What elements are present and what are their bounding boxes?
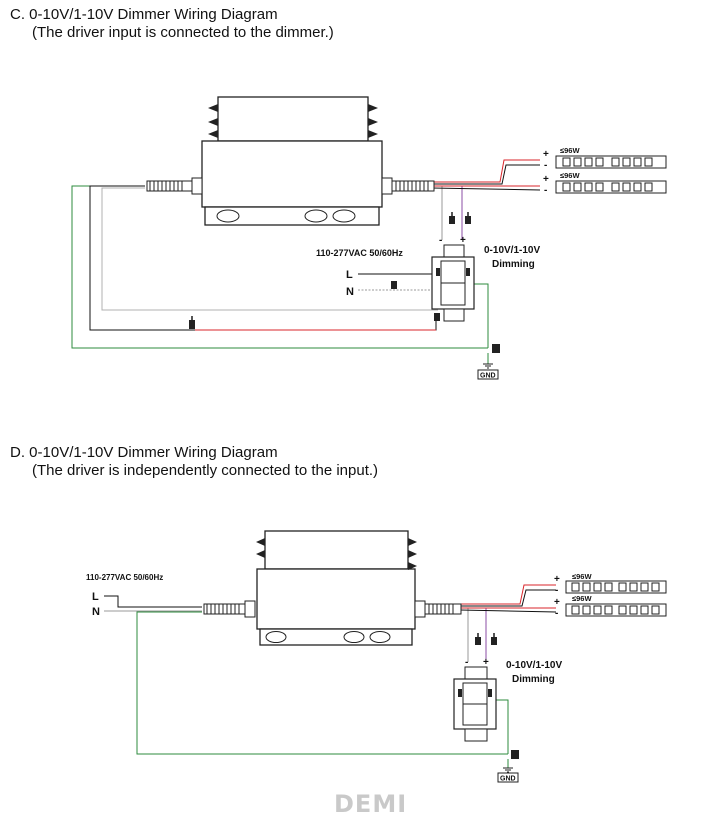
dimming-label-c-line2: Dimming <box>492 259 535 270</box>
dimming-label-d-line2: Dimming <box>512 674 555 685</box>
strip-d2-watt: ≤96W <box>572 594 592 603</box>
section-d-title: D. 0-10V/1-10V Dimmer Wiring Diagram <box>10 444 278 461</box>
section-c-subtitle: (The driver input is connected to the di… <box>32 24 334 41</box>
strip-d2-plus: + <box>554 597 560 608</box>
led-strip-c1: + - ≤96W <box>543 146 667 171</box>
wire-nut-c1 <box>449 212 455 224</box>
strip-d1-watt: ≤96W <box>572 572 592 581</box>
n-label-c: N <box>346 286 354 298</box>
ground-symbol-d: GND <box>497 750 519 783</box>
wire-neutral-input-c <box>101 187 438 311</box>
led-strip-d1: + - ≤96W <box>554 572 667 596</box>
wire-dimmer-ground-d <box>494 699 509 754</box>
l-label-c: L <box>346 269 353 281</box>
dimming-label-c-line1: 0-10V/1-10V <box>484 245 540 256</box>
cable-gland-right-c <box>381 177 435 195</box>
dimming-label-d-line1: 0-10V/1-10V <box>506 660 562 671</box>
diagram-c: - + GND + - ≤96W + <box>71 96 667 380</box>
dimmer-switch-c: - + <box>431 235 475 322</box>
wire-line-input-c <box>89 185 437 331</box>
wire-dim-minus-d <box>460 607 469 662</box>
strip-c2-watt: ≤96W <box>560 171 580 180</box>
l-label-d: L <box>92 591 99 603</box>
diagram-d: - + GND + - ≤96W + - <box>86 530 667 783</box>
strip-d1-plus: + <box>554 574 560 585</box>
gnd-label-d: GND <box>500 776 516 783</box>
strip-d2-minus: - <box>555 608 558 619</box>
wire-nut-c5 <box>434 313 440 321</box>
gnd-label-c: GND <box>480 373 496 380</box>
wire-nut-c4 <box>391 281 397 289</box>
dimmer-d-minus: - <box>465 657 468 668</box>
wires-d <box>104 584 557 755</box>
section-c-title: C. 0-10V/1-10V Dimmer Wiring Diagram <box>10 6 278 23</box>
strip-c2-minus: - <box>544 185 547 196</box>
dimmer-c-plus: + <box>460 235 466 246</box>
wires-c <box>71 159 541 349</box>
wire-nut-c3 <box>189 316 195 329</box>
strip-c1-minus: - <box>544 160 547 171</box>
strip-c1-watt: ≤96W <box>560 146 580 155</box>
watermark-logo: DEMI <box>334 790 408 818</box>
led-driver-c <box>201 96 383 226</box>
wire-nut-d1 <box>475 633 481 645</box>
led-strip-d2: + - ≤96W <box>554 594 667 619</box>
cable-gland-left-c <box>146 177 203 195</box>
wire-l-d <box>104 595 202 608</box>
wire-strip1-plus-c <box>432 159 540 183</box>
wire-ground-d <box>136 611 508 755</box>
led-driver-d <box>256 530 417 646</box>
wire-nut-d2 <box>491 633 497 645</box>
strip-c2-plus: + <box>543 174 549 185</box>
led-strip-c2: + - ≤96W <box>543 171 667 196</box>
wire-nut-c2 <box>465 212 471 224</box>
wire-dimmer-ground-c <box>474 283 489 348</box>
wire-strip1-minus-d <box>460 589 556 607</box>
ground-symbol-c: GND <box>477 344 500 380</box>
n-label-d: N <box>92 606 100 618</box>
cable-gland-left-d <box>203 600 256 618</box>
wire-strip2-minus-c <box>431 187 541 191</box>
strip-d1-minus: - <box>555 585 558 596</box>
section-d-subtitle: (The driver is independently connected t… <box>32 462 379 479</box>
wire-dim-plus-c <box>436 185 463 240</box>
section-d-heading: D. 0-10V/1-10V Dimmer Wiring Diagram (Th… <box>10 444 378 480</box>
dimmer-d-plus: + <box>483 657 489 668</box>
dimmer-c-minus: - <box>439 235 442 246</box>
wire-dim-plus-d <box>462 607 487 662</box>
input-voltage-label-d: 110-277VAC 50/60Hz <box>86 573 163 582</box>
section-c-heading: C. 0-10V/1-10V Dimmer Wiring Diagram (Th… <box>10 6 334 42</box>
dimmer-switch-d: - + <box>453 657 497 742</box>
wire-strip1-plus-d <box>460 584 556 605</box>
wire-strip2-minus-d <box>459 609 557 613</box>
input-voltage-label-c: 110-277VAC 50/60Hz <box>316 248 403 258</box>
cable-gland-right-d <box>414 600 462 618</box>
wire-strip1-minus-c <box>432 164 540 185</box>
wire-dim-minus-c <box>432 185 443 240</box>
strip-c1-plus: + <box>543 149 549 160</box>
